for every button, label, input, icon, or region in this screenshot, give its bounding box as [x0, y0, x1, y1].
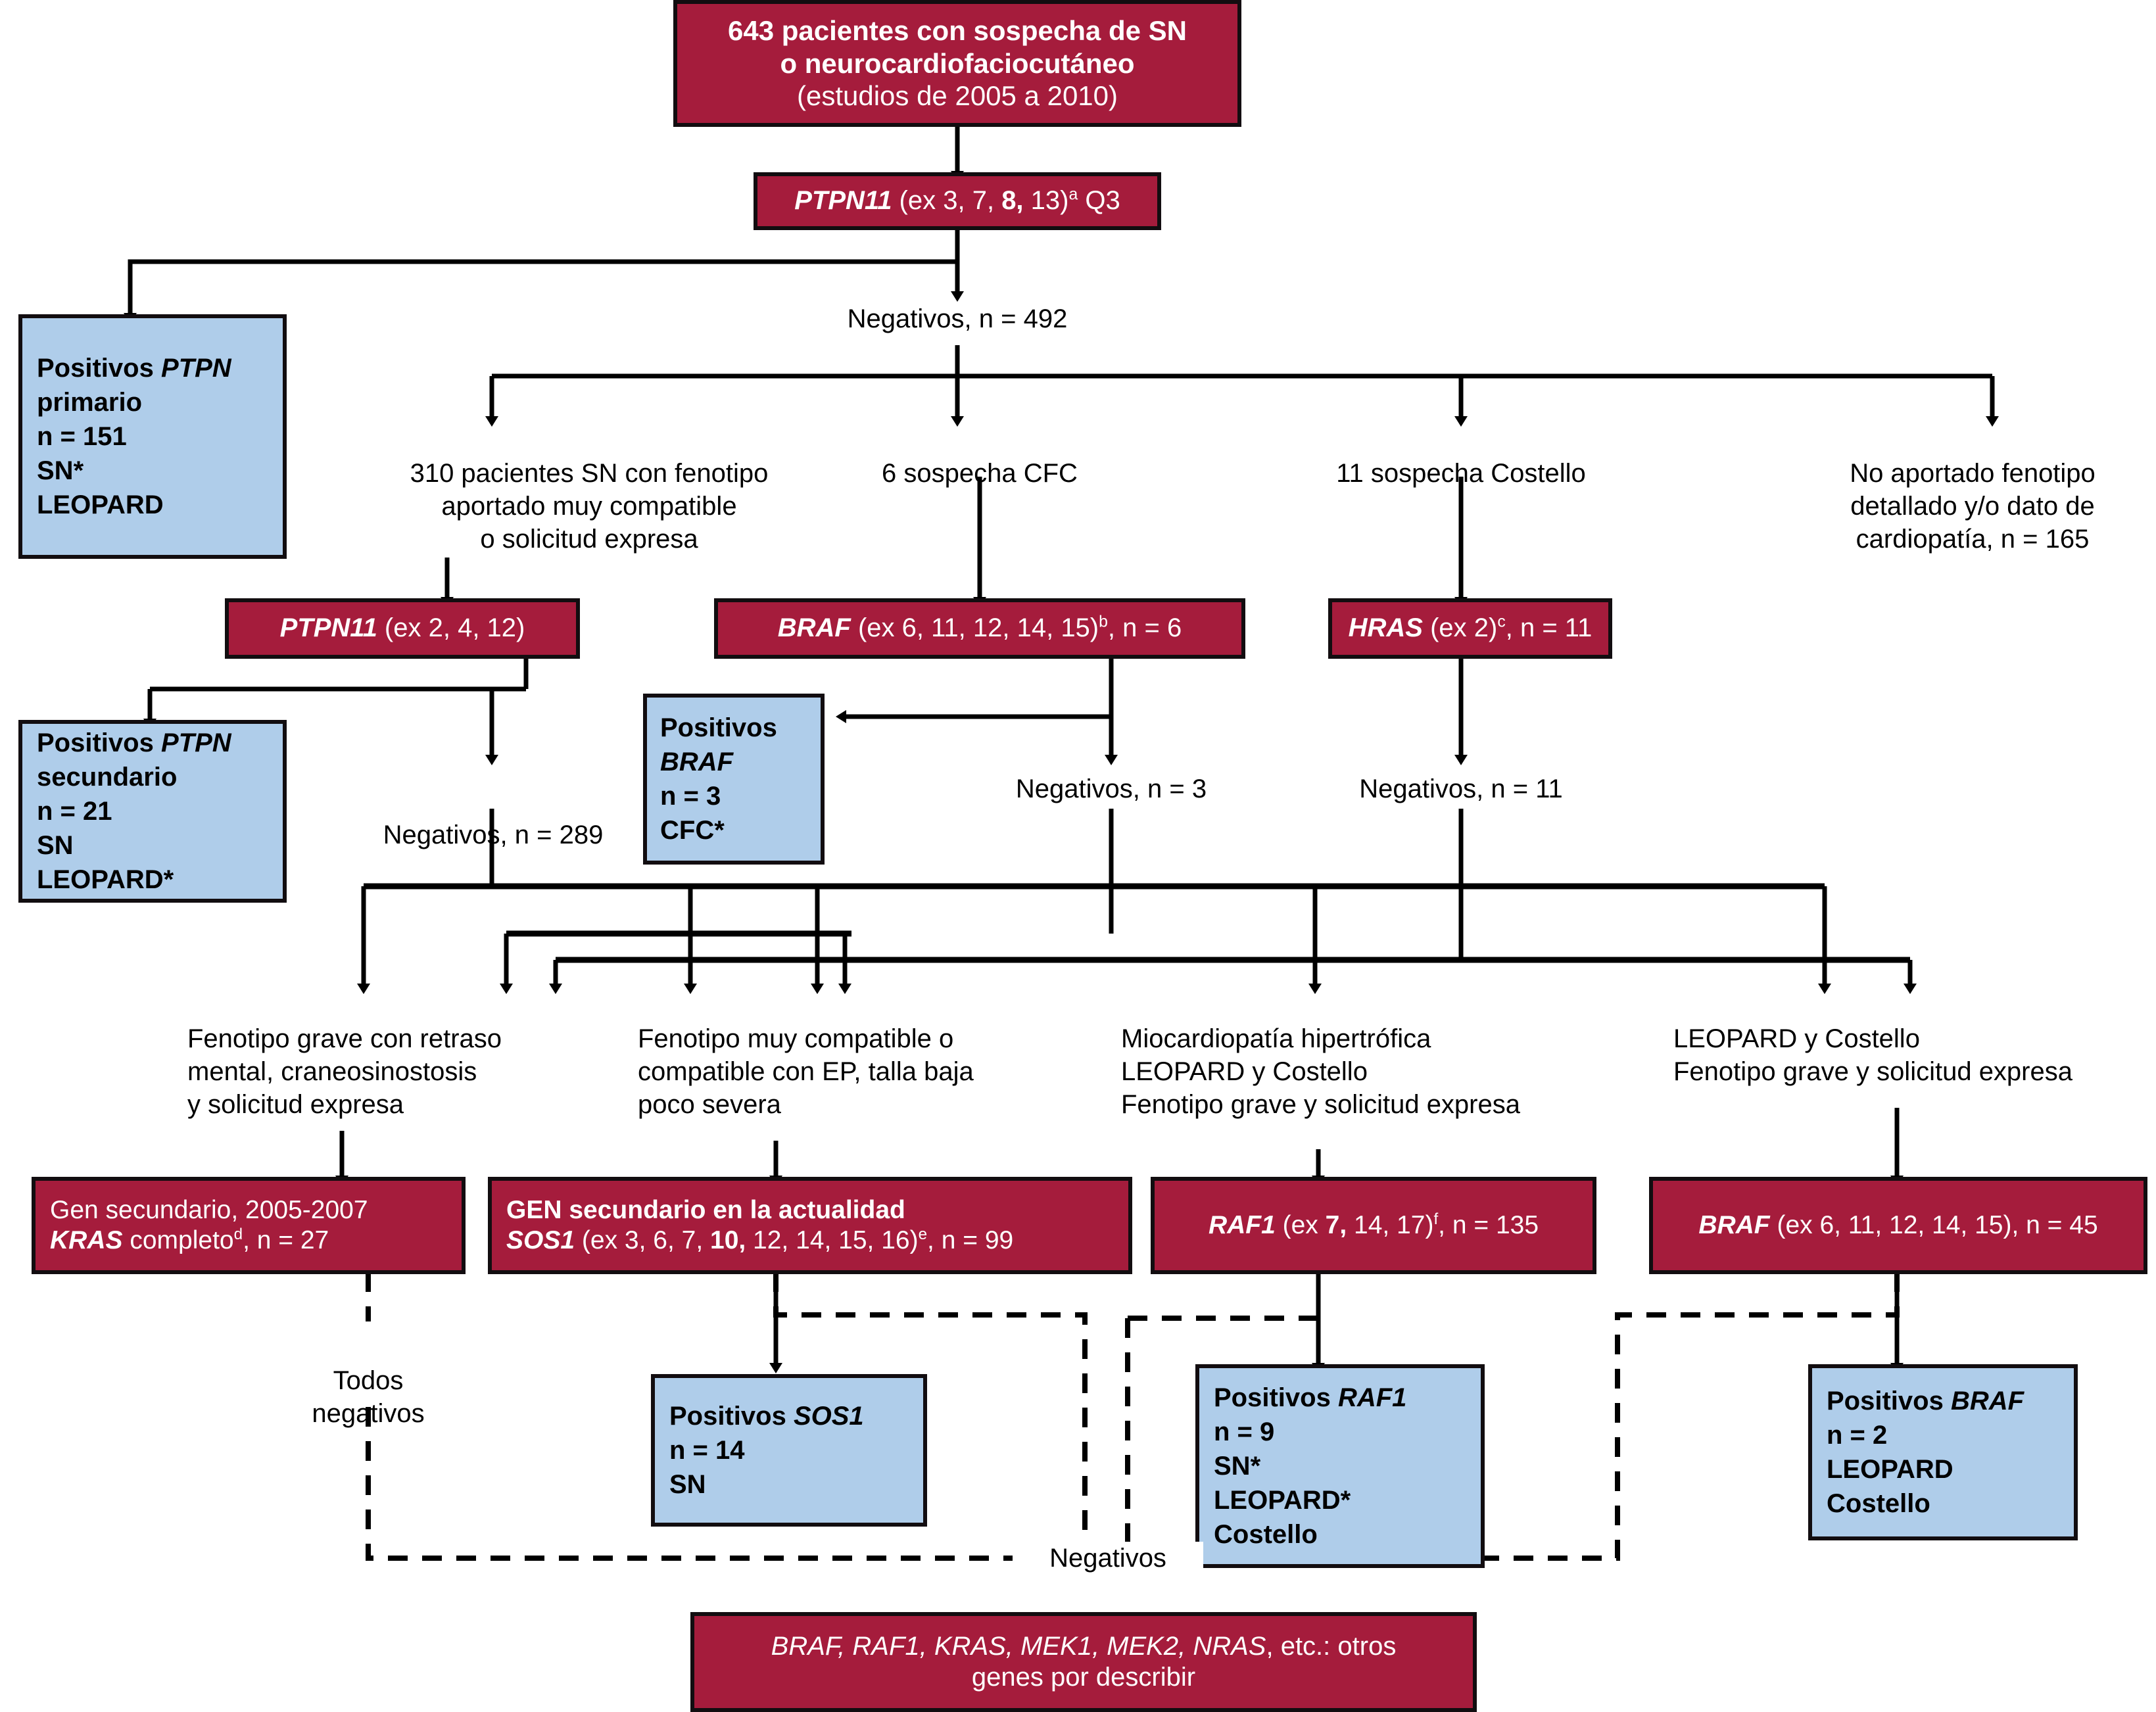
- braf-cfc-pos-line2: BRAF: [660, 748, 734, 776]
- criteria-kras-label: Fenotipo grave con retraso mental, crane…: [187, 1024, 502, 1119]
- ptpn11-q3: Q3: [1078, 186, 1120, 216]
- ptpn-primario-line3: n = 151: [37, 422, 127, 451]
- gen-raf1-box: RAF1 (ex 7, 14, 17)f, n = 135: [1151, 1177, 1596, 1274]
- root-line1: 643 pacientes con sospecha de SN: [728, 15, 1187, 47]
- braf-cfc-pos-line1: Positivos: [660, 713, 777, 742]
- braf2-pos-line1: Positivos BRAF: [1827, 1387, 2024, 1415]
- braf-cfc-pos-line4: CFC*: [660, 816, 725, 845]
- ptpn-secundario-line5: LEOPARD*: [37, 865, 174, 894]
- negativos-3-label: Negativos, n = 3: [1015, 774, 1207, 803]
- positivos-braf2-box: Positivos BRAF n = 2 LEOPARD Costello: [1808, 1364, 2078, 1540]
- ptpn11-sec-exons: (ex 2, 4, 12): [377, 613, 525, 643]
- otros-genes-tail: , etc.: otros: [1266, 1631, 1397, 1661]
- positivos-sos1-box: Positivos SOS1 n = 14 SN: [651, 1374, 927, 1527]
- root-box: 643 pacientes con sospecha de SN o neuro…: [673, 0, 1241, 127]
- hras-gene: HRAS: [1348, 613, 1423, 643]
- todos-negativos-label: Todos negativos: [312, 1366, 425, 1428]
- braf2-pos-line4: Costello: [1827, 1489, 1930, 1518]
- ptpn-primario-line5: LEOPARD: [37, 490, 164, 519]
- ptpn-secundario-line3: n = 21: [37, 797, 112, 826]
- gen-kras-footnote-d: d: [233, 1225, 243, 1243]
- gen-sos1-exon-bold: 10,: [710, 1226, 746, 1254]
- gen-braf45-box: BRAF (ex 6, 11, 12, 14, 15), n = 45: [1649, 1177, 2147, 1274]
- ptpn11-gene-label: PTPN11: [794, 186, 892, 216]
- root-line2: o neurocardiofaciocutáneo: [780, 47, 1135, 79]
- gen-braf45-gene: BRAF: [1698, 1210, 1770, 1239]
- braf-cfc-gene: BRAF: [777, 613, 851, 643]
- braf-cfc-box: BRAF (ex 6, 11, 12, 14, 15)b, n = 6: [714, 598, 1245, 659]
- gen-raf1-gene: RAF1: [1208, 1210, 1276, 1239]
- criteria-sos1-label: Fenotipo muy compatible o compatible con…: [638, 1024, 974, 1119]
- sos1-pos-line3: SN: [669, 1470, 706, 1499]
- negativos-289-label: Negativos, n = 289: [383, 820, 604, 849]
- gen-sos1-footnote-e: e: [918, 1225, 928, 1243]
- root-line3: (estudios de 2005 a 2010): [796, 80, 1118, 112]
- hras-footnote-c: c: [1497, 613, 1506, 632]
- ptpn-secundario-line1: Positivos PTPN: [37, 728, 231, 757]
- criteria-raf1-label: Miocardiopatía hipertrófica LEOPARD y Co…: [1121, 1024, 1520, 1119]
- gen-kras-box: Gen secundario, 2005-2007 KRAS completod…: [32, 1177, 466, 1274]
- otros-genes-box: BRAF, RAF1, KRAS, MEK1, MEK2, NRAS, etc.…: [690, 1612, 1477, 1712]
- gen-kras-completo: completo: [122, 1226, 234, 1254]
- positivos-ptpn-primario-box: Positivos PTPN primario n = 151 SN* LEOP…: [18, 314, 287, 559]
- ptpn-primario-line4: SN*: [37, 456, 84, 485]
- gen-sos1-exons-b: 12, 14, 15, 16): [746, 1226, 919, 1254]
- ptpn-secundario-line2: secundario: [37, 763, 178, 792]
- braf2-pos-line2: n = 2: [1827, 1421, 1888, 1450]
- positivos-raf1-box: Positivos RAF1 n = 9 SN* LEOPARD* Costel…: [1195, 1364, 1485, 1568]
- criteria-braf45-label: LEOPARD y Costello Fenotipo grave y soli…: [1673, 1024, 2072, 1086]
- hras-exons: (ex 2): [1422, 613, 1498, 643]
- ptpn11-secondary-box: PTPN11 (ex 2, 4, 12): [225, 598, 580, 659]
- positivos-ptpn-secundario-box: Positivos PTPN secundario n = 21 SN LEOP…: [18, 720, 287, 903]
- gen-sos1-box: GEN secundario en la actualidad SOS1 (ex…: [488, 1177, 1132, 1274]
- gen-sos1-gene: SOS1: [506, 1226, 575, 1254]
- raf1-pos-line1: Positivos RAF1: [1214, 1383, 1407, 1412]
- braf-cfc-footnote-b: b: [1099, 613, 1108, 632]
- sos1-pos-line1: Positivos SOS1: [669, 1402, 864, 1431]
- branch-310-label: 310 pacientes SN con fenotipo aportado m…: [410, 459, 769, 554]
- negativos-492-label: Negativos, n = 492: [847, 304, 1068, 333]
- gen-kras-line1: Gen secundario, 2005-2007: [50, 1195, 368, 1224]
- ptpn11-sec-gene: PTPN11: [279, 613, 377, 643]
- gen-raf1-n: , n = 135: [1438, 1210, 1539, 1239]
- ptpn-primario-line2: primario: [37, 388, 143, 417]
- positivos-braf-cfc-box: Positivos BRAF n = 3 CFC*: [643, 694, 825, 865]
- raf1-pos-line4: LEOPARD*: [1214, 1486, 1351, 1515]
- raf1-pos-line3: SN*: [1214, 1452, 1261, 1481]
- gen-braf45-exons: (ex 6, 11, 12, 14, 15), n = 45: [1769, 1210, 2098, 1239]
- gen-raf1-footnote-f: f: [1433, 1210, 1439, 1228]
- ptpn11-exons-a: (ex 3, 7,: [892, 186, 1002, 216]
- hras-box: HRAS (ex 2)c, n = 11: [1328, 598, 1612, 659]
- ptpn11-footnote-a: a: [1068, 186, 1078, 204]
- sos1-pos-line2: n = 14: [669, 1436, 745, 1465]
- otros-genes-line2: genes por describir: [971, 1663, 1196, 1692]
- gen-raf1-exons-a: (ex: [1275, 1210, 1326, 1239]
- otros-genes-list: BRAF, RAF1, KRAS, MEK1, MEK2, NRAS: [771, 1631, 1266, 1661]
- branch-no-aportado-label: No aportado fenotipo detallado y/o dato …: [1850, 459, 2096, 554]
- negativos-final-label: Negativos: [1013, 1542, 1203, 1575]
- negativos-11-label: Negativos, n = 11: [1359, 774, 1563, 803]
- braf-cfc-n: , n = 6: [1107, 613, 1182, 643]
- ptpn11-exons-b: 13): [1023, 186, 1069, 216]
- braf-cfc-exons: (ex 6, 11, 12, 14, 15): [850, 613, 1099, 643]
- raf1-pos-line5: Costello: [1214, 1520, 1318, 1549]
- raf1-pos-line2: n = 9: [1214, 1417, 1275, 1446]
- branch-6-cfc-label: 6 sospecha CFC: [882, 459, 1078, 488]
- ptpn11-exon-bold: 8,: [1001, 186, 1024, 216]
- gen-kras-n: , n = 27: [243, 1226, 329, 1254]
- braf2-pos-line3: LEOPARD: [1827, 1455, 1953, 1484]
- ptpn-primario-line1: Positivos PTPN: [37, 354, 231, 383]
- ptpn-secundario-line4: SN: [37, 831, 74, 860]
- gen-raf1-exons-b: 14, 17): [1347, 1210, 1434, 1239]
- gen-sos1-line1: GEN secundario en la actualidad: [506, 1195, 905, 1224]
- ptpn11-primary-box: PTPN11 (ex 3, 7, 8, 13)a Q3: [754, 172, 1161, 230]
- gen-sos1-n: , n = 99: [927, 1226, 1014, 1254]
- gen-raf1-exon-bold: 7,: [1325, 1210, 1347, 1239]
- hras-n: , n = 11: [1505, 613, 1593, 643]
- gen-kras-gene: KRAS: [50, 1226, 123, 1254]
- gen-sos1-exons-a: (ex 3, 6, 7,: [575, 1226, 710, 1254]
- branch-11-costello-label: 11 sospecha Costello: [1336, 459, 1586, 488]
- braf-cfc-pos-line3: n = 3: [660, 782, 721, 811]
